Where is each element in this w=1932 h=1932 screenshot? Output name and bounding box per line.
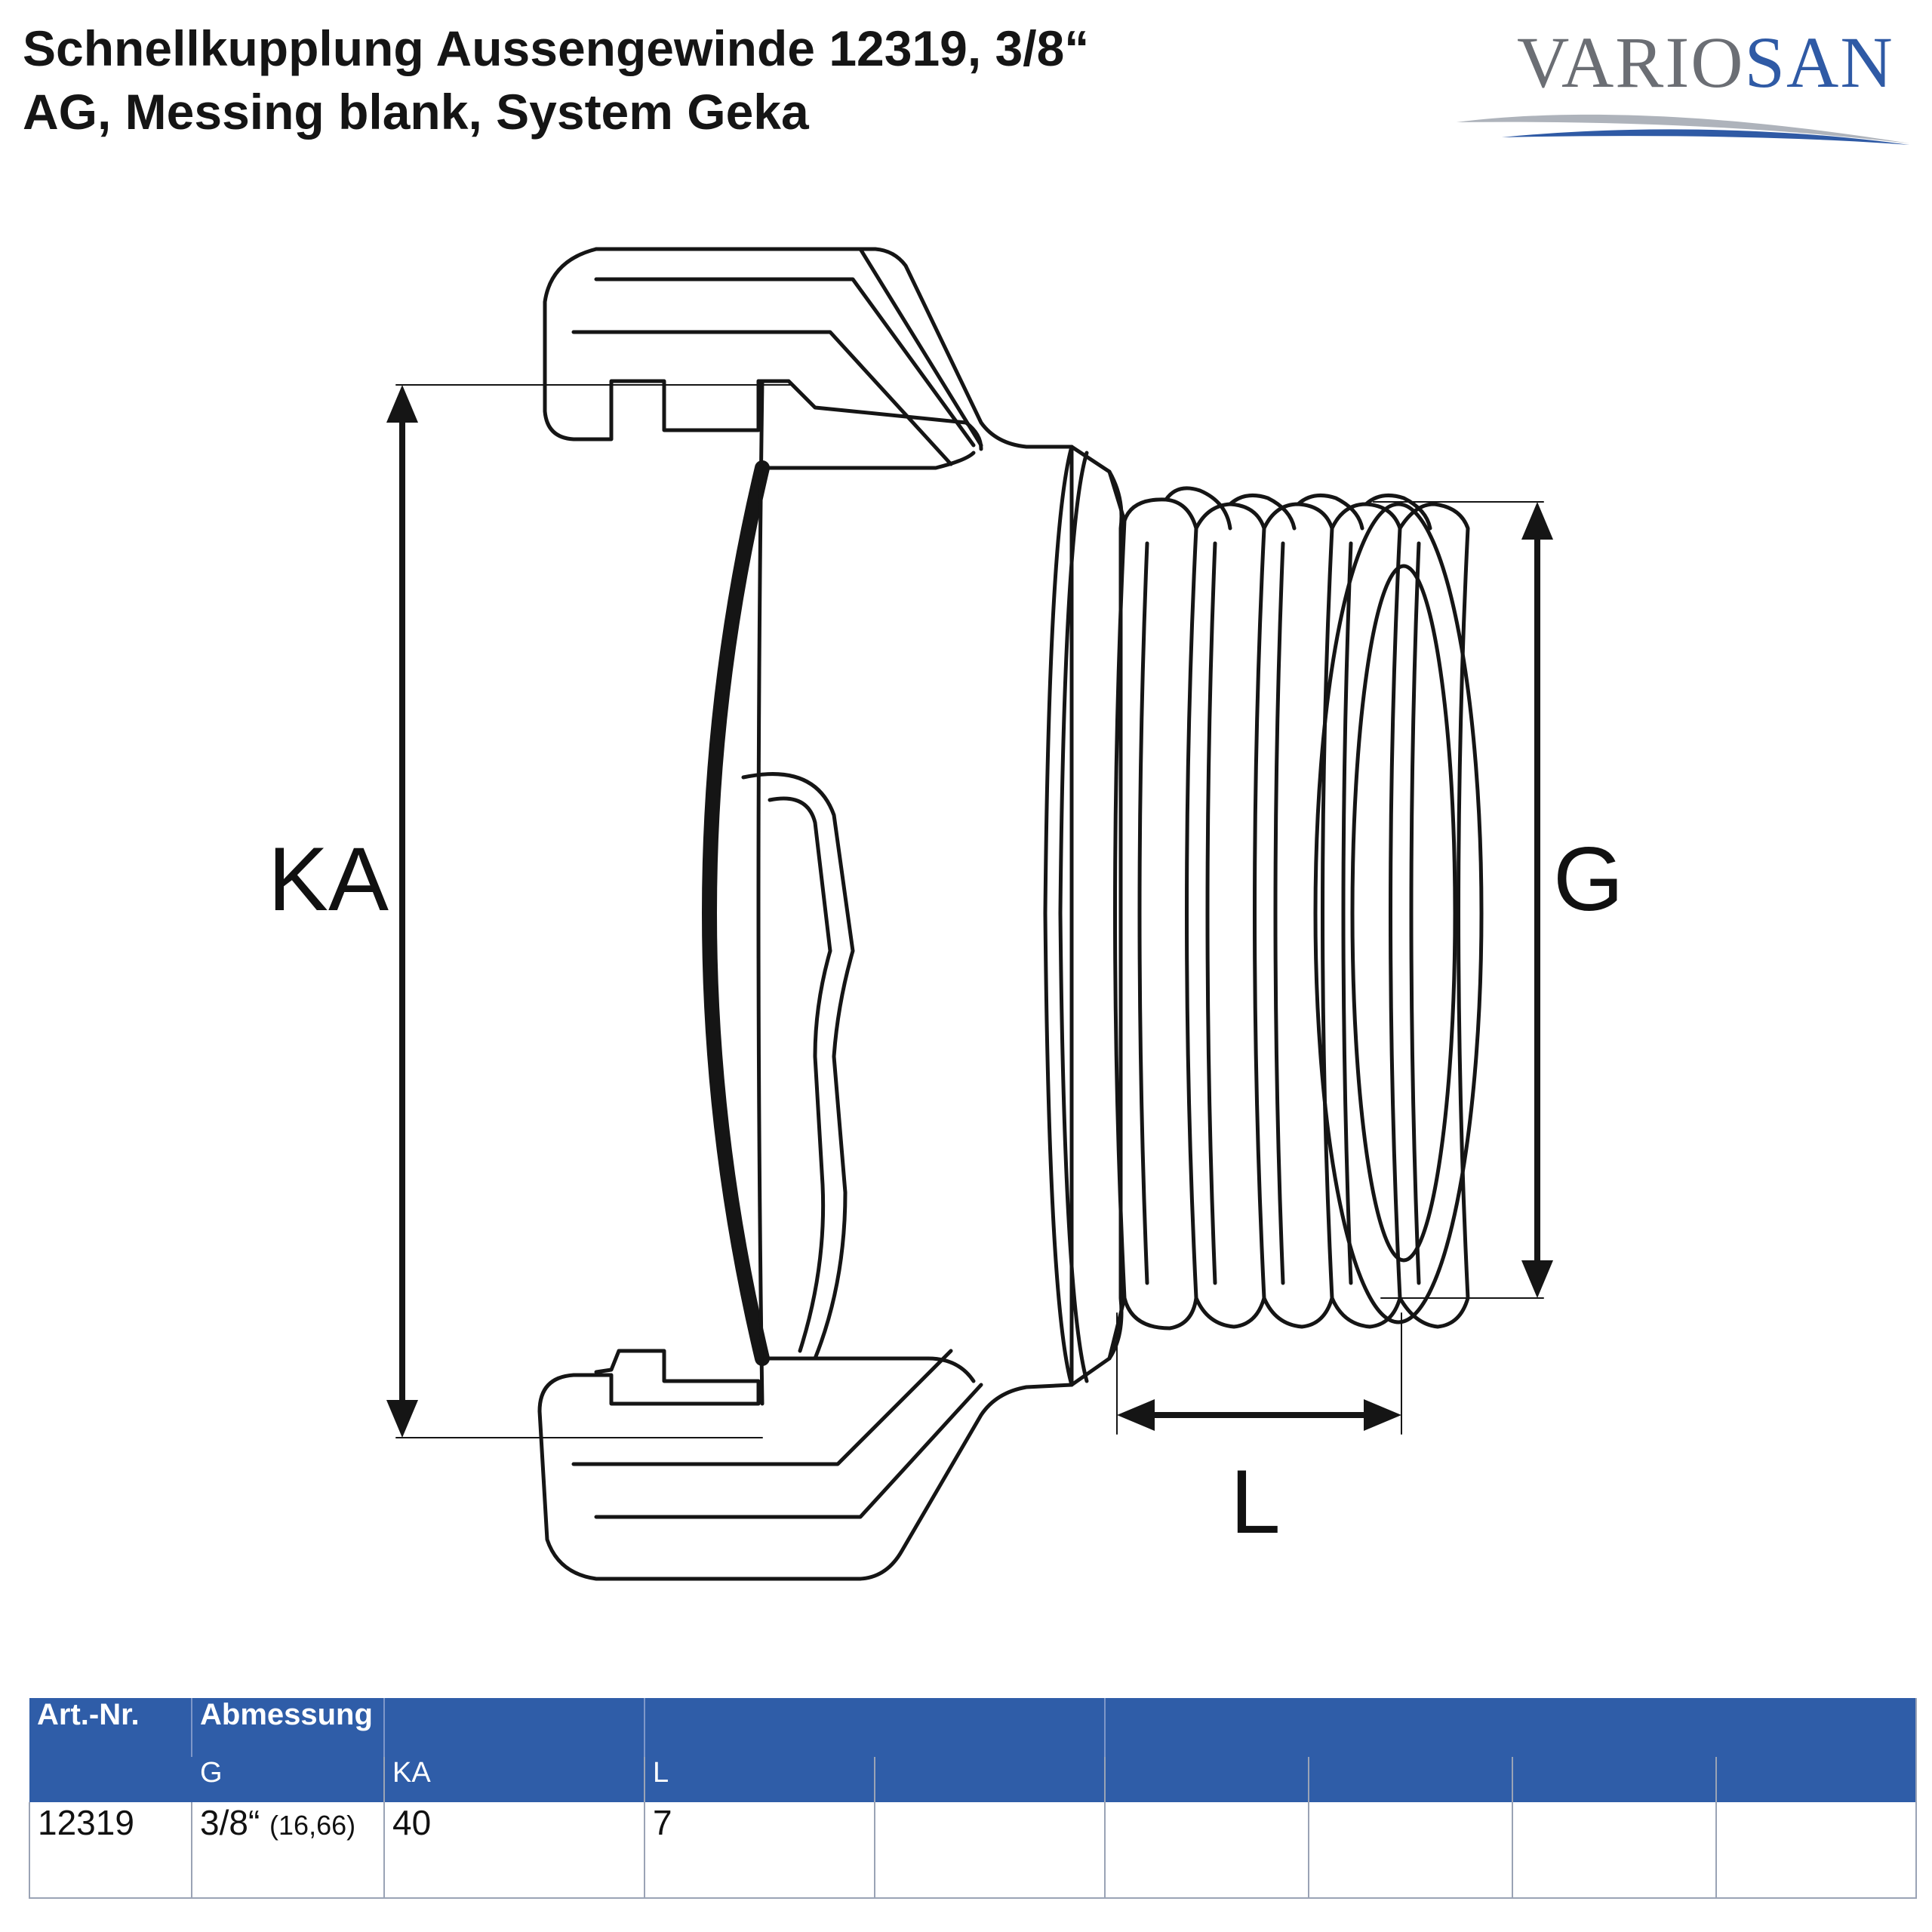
outlet-opening <box>1313 502 1484 1324</box>
subheader-l: L <box>645 1757 875 1802</box>
subheader-ka: KA <box>384 1757 645 1802</box>
claw-top-jaw <box>543 247 761 441</box>
cell-g-mm: (16,66) <box>269 1810 356 1841</box>
cell-g-inch: 3/8“ <box>200 1803 260 1842</box>
table-row: 12319 3/8“ (16,66) 40 7 <box>29 1802 1917 1899</box>
cell-ka: 40 <box>384 1802 645 1899</box>
logo-text-vario: VARIO <box>1517 22 1745 103</box>
specification-table: Art.-Nr. Abmessung G KA L 12319 3/8“ (16… <box>29 1698 1917 1899</box>
cell-l: 7 <box>645 1802 875 1899</box>
ka-dimension-arrow <box>386 385 418 1438</box>
page-title: Schnellkupplung Aussengewinde 12319, 3/8… <box>23 17 1306 143</box>
header-abmessung: Abmessung <box>192 1698 385 1757</box>
g-dimension-label: G <box>1553 829 1624 930</box>
logo-text-san: SAN <box>1744 22 1894 103</box>
table-header-row: Art.-Nr. Abmessung <box>29 1698 1917 1757</box>
header-art-nr: Art.-Nr. <box>29 1698 192 1757</box>
logo-wordmark: VARIOSAN <box>1517 21 1894 104</box>
title-line-1: Schnellkupplung Aussengewinde 12319, 3/8… <box>23 20 1090 76</box>
logo-swoosh-icon <box>1457 114 1909 145</box>
l-dimension-label: L <box>1230 1451 1281 1552</box>
cell-g: 3/8“ (16,66) <box>192 1802 385 1899</box>
seal-ring <box>702 460 770 1366</box>
table-subheader-row: G KA L <box>29 1757 1917 1802</box>
g-dimension-arrow <box>1521 502 1553 1298</box>
title-line-2: AG, Messing blank, System Geka <box>23 84 809 140</box>
cell-art-nr: 12319 <box>29 1802 192 1899</box>
subheader-g: G <box>192 1757 385 1802</box>
l-dimension-arrow <box>1117 1399 1401 1431</box>
claw-body-outline <box>537 247 1074 1581</box>
thread-rings <box>1122 486 1470 1331</box>
variosan-logo: VARIOSAN <box>1449 15 1917 145</box>
ka-dimension-label: KA <box>268 829 389 930</box>
